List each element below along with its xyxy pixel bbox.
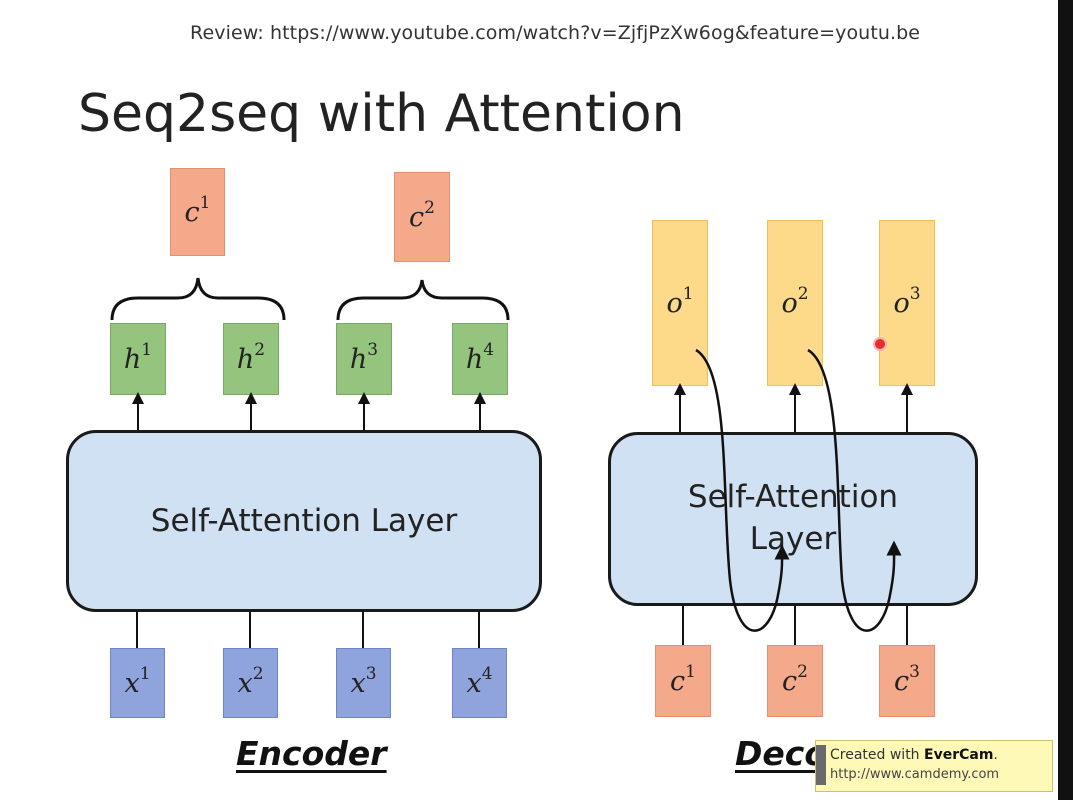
slide-title: Seq2seq with Attention	[78, 84, 685, 144]
encoder-hidden-node-1: h1	[110, 323, 166, 395]
encoder-context-node-2: c2	[394, 172, 450, 262]
decoder-layer-label-line2: Layer	[749, 521, 837, 557]
watermark-url[interactable]: http://www.camdemy.com	[830, 767, 1000, 782]
pointer-dot	[873, 337, 887, 351]
node-label: o1	[666, 284, 694, 319]
node-label: h4	[465, 340, 495, 375]
decoder-input-node-1: c1	[655, 645, 711, 717]
node-label: x4	[466, 664, 493, 699]
encoder-input-node-1: x1	[110, 648, 165, 718]
decoder-input-node-3: c3	[879, 645, 935, 717]
node-label: x2	[237, 664, 264, 699]
brace-1	[110, 277, 286, 321]
encoder-hidden-node-2: h2	[223, 323, 279, 395]
encoder-input-node-2: x2	[223, 648, 278, 718]
encoder-label: Encoder	[236, 734, 387, 773]
brace-2	[336, 279, 510, 321]
feedback-loop-2	[807, 348, 902, 632]
encoder-layer-label: Self-Attention Layer	[150, 503, 458, 539]
evercam-watermark: Created with EverCam. http://www.camdemy…	[815, 740, 1053, 792]
node-label: c1	[670, 662, 696, 697]
node-label: c1	[184, 193, 211, 228]
watermark-line1: Created with EverCam.	[830, 747, 998, 763]
node-label: o3	[893, 284, 921, 319]
node-label: c2	[782, 662, 808, 697]
window-edge	[1058, 0, 1073, 800]
encoder-hidden-node-3: h3	[336, 323, 392, 395]
encoder-input-node-4: x4	[452, 648, 507, 718]
encoder-hidden-node-4: h4	[452, 323, 508, 395]
encoder-context-node-1: c1	[170, 168, 225, 256]
encoder-input-node-3: x3	[336, 648, 391, 718]
node-label: h2	[236, 340, 266, 375]
feedback-loop-1	[695, 348, 790, 632]
node-label: o2	[781, 284, 809, 319]
evercam-logo-icon	[816, 745, 826, 785]
node-label: c2	[409, 198, 435, 233]
node-label: x3	[350, 664, 377, 699]
decoder-self-attention-layer: Self-Attention Layer	[608, 432, 978, 606]
decoder-input-node-2: c2	[767, 645, 823, 717]
decoder-output-node-2: o2	[767, 220, 823, 386]
encoder-self-attention-layer: Self-Attention Layer	[66, 430, 542, 612]
node-label: h3	[349, 340, 379, 375]
node-label: h1	[123, 340, 153, 375]
review-link[interactable]: Review: https://www.youtube.com/watch?v=…	[190, 22, 921, 44]
decoder-output-node-1: o1	[652, 220, 708, 386]
node-label: x1	[124, 664, 151, 699]
node-label: c3	[894, 662, 920, 697]
decoder-layer-label-line1: Self-Attention	[687, 479, 899, 516]
